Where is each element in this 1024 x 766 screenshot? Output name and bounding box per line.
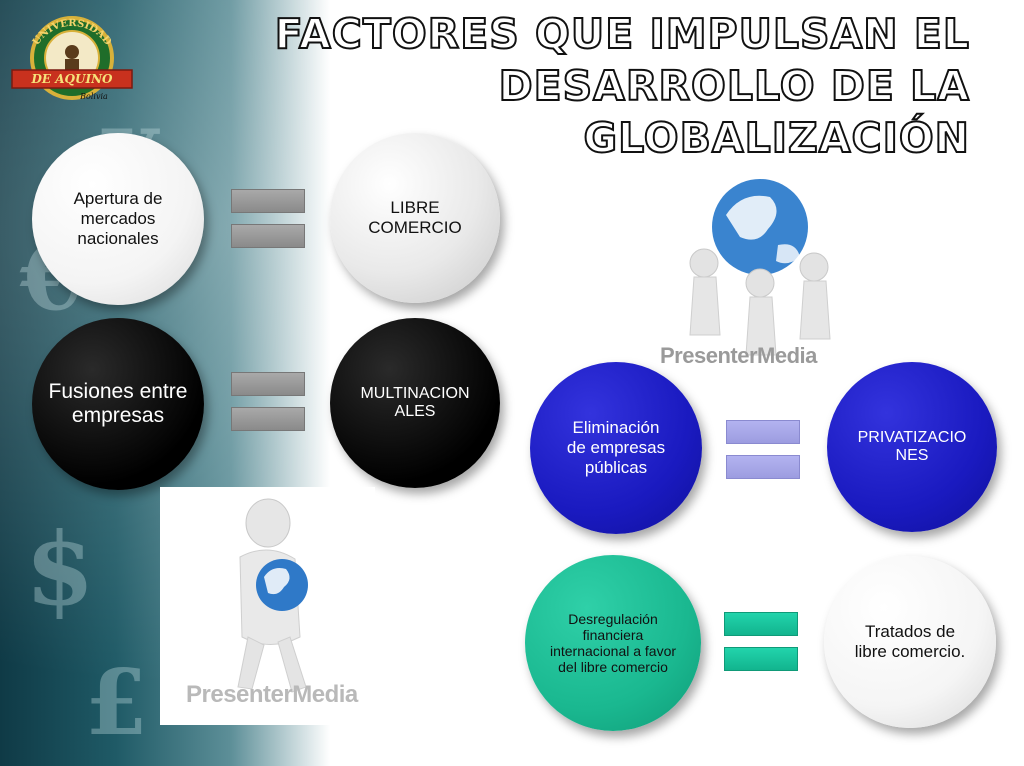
title-line-1: FACTORES QUE IMPULSAN EL xyxy=(274,9,970,59)
circle-label: Desregulación financiera internacional a… xyxy=(549,611,677,675)
logo-banner-text: DE AQUINO xyxy=(31,72,114,86)
equals-bottom-bar xyxy=(724,647,798,671)
presentermedia-watermark: PresenterMedia xyxy=(660,343,817,368)
equals-top-bar xyxy=(231,372,305,396)
circle-desregulacion-financiera: Desregulación financiera internacional a… xyxy=(525,555,701,731)
circle-multinacionales: MULTINACIONALES xyxy=(330,318,500,488)
title-line-3: GLOBALIZACIÓN xyxy=(582,113,970,163)
circle-libre-comercio: LIBRE COMERCIO xyxy=(330,133,500,303)
circle-apertura-mercados: Apertura de mercados nacionales xyxy=(32,133,204,305)
equals-top-bar xyxy=(726,420,800,444)
circle-label: Fusiones entre empresas xyxy=(48,380,188,427)
equals-top-bar xyxy=(231,189,305,213)
circle-tratados-libre-comercio: Tratados de libre comercio. xyxy=(824,556,996,728)
circle-label: PRIVATIZACIONES xyxy=(857,429,967,464)
pound-symbol: £ xyxy=(85,650,148,756)
title-line-2: DESARROLLO DE LA xyxy=(498,61,970,111)
circle-label: LIBRE COMERCIO xyxy=(368,198,462,237)
circle-fusiones-empresas: Fusiones entre empresas xyxy=(32,318,204,490)
presentermedia-watermark: PresenterMedia xyxy=(186,681,358,708)
circle-privatizaciones: PRIVATIZACIONES xyxy=(827,362,997,532)
circle-label: Eliminación de empresas públicas xyxy=(566,418,666,477)
dollar-symbol: $ xyxy=(25,510,95,628)
globe-figure-icon xyxy=(237,498,308,693)
equals-bottom-bar xyxy=(726,455,800,479)
equals-bottom-bar xyxy=(231,407,305,431)
page-title: FACTORES QUE IMPULSAN EL DESARROLLO DE L… xyxy=(270,8,970,164)
equals-bottom-bar xyxy=(231,224,305,248)
university-logo-icon: UNIVERSIDAD DE AQUINO Bolivia xyxy=(11,16,133,101)
logo-country-text: Bolivia xyxy=(79,92,108,101)
globe-team-image: PresenterMedia xyxy=(660,175,860,373)
circle-label: Apertura de mercados nacionales xyxy=(73,189,163,248)
circle-label: MULTINACIONALES xyxy=(360,385,470,420)
equals-top-bar xyxy=(724,612,798,636)
circle-eliminacion-empresas: Eliminación de empresas públicas xyxy=(530,362,702,534)
circle-label: Tratados de libre comercio. xyxy=(854,622,966,661)
globe-carrier-image: PresenterMedia xyxy=(160,487,375,725)
globe-team-icon xyxy=(689,179,831,356)
